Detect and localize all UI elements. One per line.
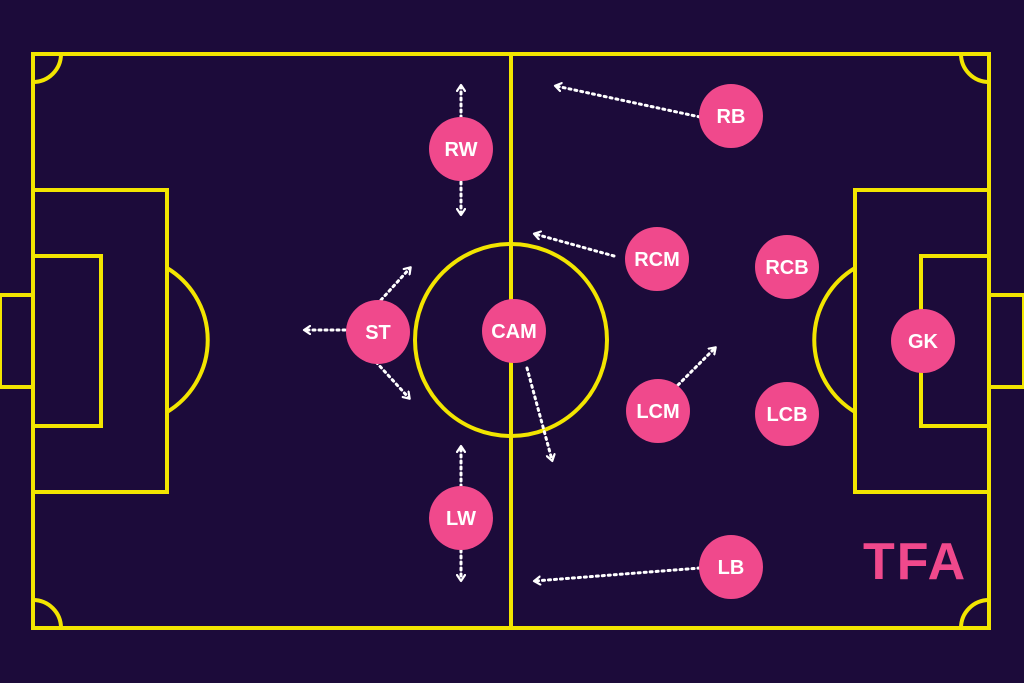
player-cam: CAM (482, 299, 546, 363)
player-rb: RB (699, 84, 763, 148)
player-lcm-label: LCM (636, 401, 679, 423)
right-goal (987, 293, 1024, 389)
arrow-st-down-right (374, 360, 409, 398)
player-lb: LB (699, 535, 763, 599)
player-lcb-label: LCB (766, 404, 807, 426)
player-lw-label: LW (446, 508, 476, 530)
corner-arc-bottom-left (32, 598, 63, 629)
player-lcm: LCM (626, 379, 690, 443)
tfa-logo: TFA (863, 533, 967, 591)
corner-arc-top-left (32, 53, 63, 84)
arrow-cam-down (525, 366, 552, 460)
centre-circle (413, 242, 609, 438)
corner-arc-top-right (959, 53, 990, 84)
player-rcm: RCM (625, 227, 689, 291)
player-rb-label: RB (717, 106, 746, 128)
player-st: ST (346, 300, 410, 364)
player-gk: GK (891, 309, 955, 373)
left-penalty-arc (165, 266, 210, 414)
player-rcm-label: RCM (634, 249, 680, 271)
player-rcb-label: RCB (765, 257, 808, 279)
player-rw: RW (429, 117, 493, 181)
arrow-lb (535, 566, 702, 581)
player-gk-label: GK (908, 331, 939, 353)
player-cam-label: CAM (491, 321, 537, 343)
corner-arc-bottom-right (959, 598, 990, 629)
player-st-label: ST (365, 322, 391, 344)
arrow-rcm (535, 234, 616, 258)
movement-arrows (305, 86, 715, 581)
player-lcb: LCB (755, 382, 819, 446)
player-rcb: RCB (755, 235, 819, 299)
arrow-rb (556, 86, 702, 119)
player-lb-label: LB (718, 557, 745, 579)
left-goal (0, 293, 35, 389)
arrow-lcm (676, 348, 715, 387)
arrow-st-up-right (379, 268, 410, 302)
left-six-yard-box (31, 254, 103, 428)
pitch-lines (0, 52, 1024, 630)
right-penalty-arc (812, 266, 857, 414)
player-rw-label: RW (445, 139, 478, 161)
player-lw: LW (429, 486, 493, 550)
players: RW ST CAM LW RB RCM RCB GK (346, 84, 955, 599)
